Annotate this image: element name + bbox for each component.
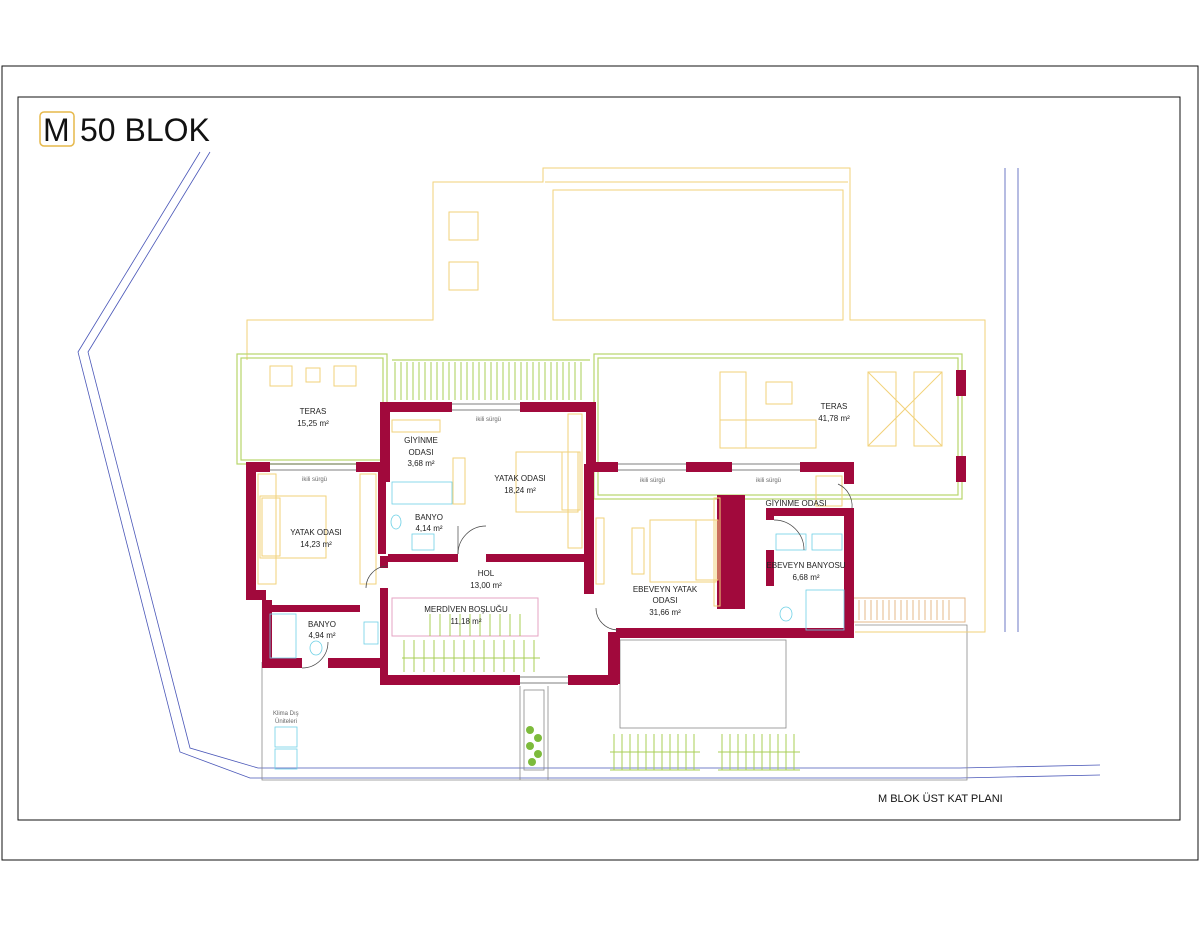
- plan-caption: M BLOK ÜST KAT PLANI: [878, 793, 1003, 805]
- room-name: TERAS: [300, 407, 327, 416]
- room-teras-left: TERAS 15,25 m²: [297, 407, 329, 428]
- railing-right: [852, 597, 966, 623]
- sliding-door-label-left: ikili sürgü: [302, 477, 327, 483]
- sheet-inner-border: [17, 96, 1181, 821]
- sheet-title: 50 BLOK: [80, 112, 210, 148]
- sheet-outer-border: [1, 65, 1199, 861]
- room-name: MERDİVEN BOŞLUĞU: [424, 605, 508, 614]
- room-name: BANYO: [308, 620, 336, 629]
- room-name: GİYİNME ODASI: [766, 499, 827, 508]
- room-ebeveyn-banyo: EBEVEYN BANYOSU 6,68 m²: [766, 561, 845, 582]
- room-area: 4,14 m²: [415, 524, 442, 533]
- room-area: 11,18 m²: [451, 617, 482, 626]
- railing-top: [394, 362, 582, 400]
- sliding-door-label-ebeveyn: ikili sürgü: [640, 478, 665, 484]
- room-banyo-upper: BANYO 4,14 m²: [415, 513, 443, 533]
- room-yatak-odasi-left: YATAK ODASI 14,23 m²: [290, 528, 342, 549]
- lower-stairs: [610, 734, 800, 771]
- room-name: BANYO: [415, 513, 443, 522]
- logo-box: [39, 111, 75, 147]
- room-hol: HOL 13,00 m²: [470, 569, 502, 590]
- room-name-line1: EBEVEYN YATAK: [633, 585, 698, 594]
- room-giyinme-odasi-2: GİYİNME ODASI: [766, 499, 827, 508]
- furniture: [257, 365, 943, 659]
- room-teras-right: TERAS 41,78 m²: [818, 402, 850, 423]
- klima-label-line1: Klima Dış: [273, 711, 299, 717]
- walls: [246, 370, 966, 685]
- windows: [270, 403, 800, 684]
- room-name-line2: ODASI: [653, 596, 678, 605]
- site-boundary: [77, 151, 1101, 779]
- sliding-door-label-right: ikili sürgü: [756, 478, 781, 484]
- room-giyinme-odasi: GİYİNME ODASI 3,68 m²: [404, 436, 438, 468]
- logo-letter: M: [43, 112, 70, 148]
- room-name: TERAS: [821, 402, 848, 411]
- room-area: 6,68 m²: [792, 573, 819, 582]
- roof-terrace-outline: [246, 167, 986, 633]
- room-name: EBEVEYN BANYOSU: [766, 561, 845, 570]
- room-area: 15,25 m²: [297, 419, 329, 428]
- room-area: 4,94 m²: [308, 631, 335, 640]
- room-name: YATAK ODASI: [290, 528, 342, 537]
- room-name: HOL: [478, 569, 495, 578]
- room-area: 13,00 m²: [470, 581, 502, 590]
- sheet-header: M 50 BLOK: [39, 111, 210, 148]
- ac-outdoor-units: Klima Dış Üniteleri: [273, 711, 299, 770]
- room-area: 31,66 m²: [649, 608, 681, 617]
- room-ebeveyn-yatak: EBEVEYN YATAK ODASI 31,66 m²: [633, 585, 698, 617]
- stair-void: [391, 597, 540, 672]
- planter: [523, 689, 545, 771]
- room-area: 18,24 m²: [504, 486, 536, 495]
- room-area: 3,68 m²: [407, 459, 434, 468]
- door-swings: [301, 483, 853, 669]
- room-yatak-odasi-center: YATAK ODASI 18,24 m²: [494, 474, 546, 495]
- sliding-door-label-center: ikili sürgü: [476, 417, 501, 423]
- room-merdiven-boslugu: MERDİVEN BOŞLUĞU 11,18 m²: [424, 605, 508, 626]
- room-name-line1: GİYİNME: [404, 436, 438, 445]
- room-banyo-lower: BANYO 4,94 m²: [308, 620, 336, 640]
- room-area: 14,23 m²: [300, 540, 332, 549]
- room-name-line2: ODASI: [409, 448, 434, 457]
- klima-label-line2: Üniteleri: [275, 718, 297, 725]
- room-area: 41,78 m²: [818, 414, 850, 423]
- room-name: YATAK ODASI: [494, 474, 546, 483]
